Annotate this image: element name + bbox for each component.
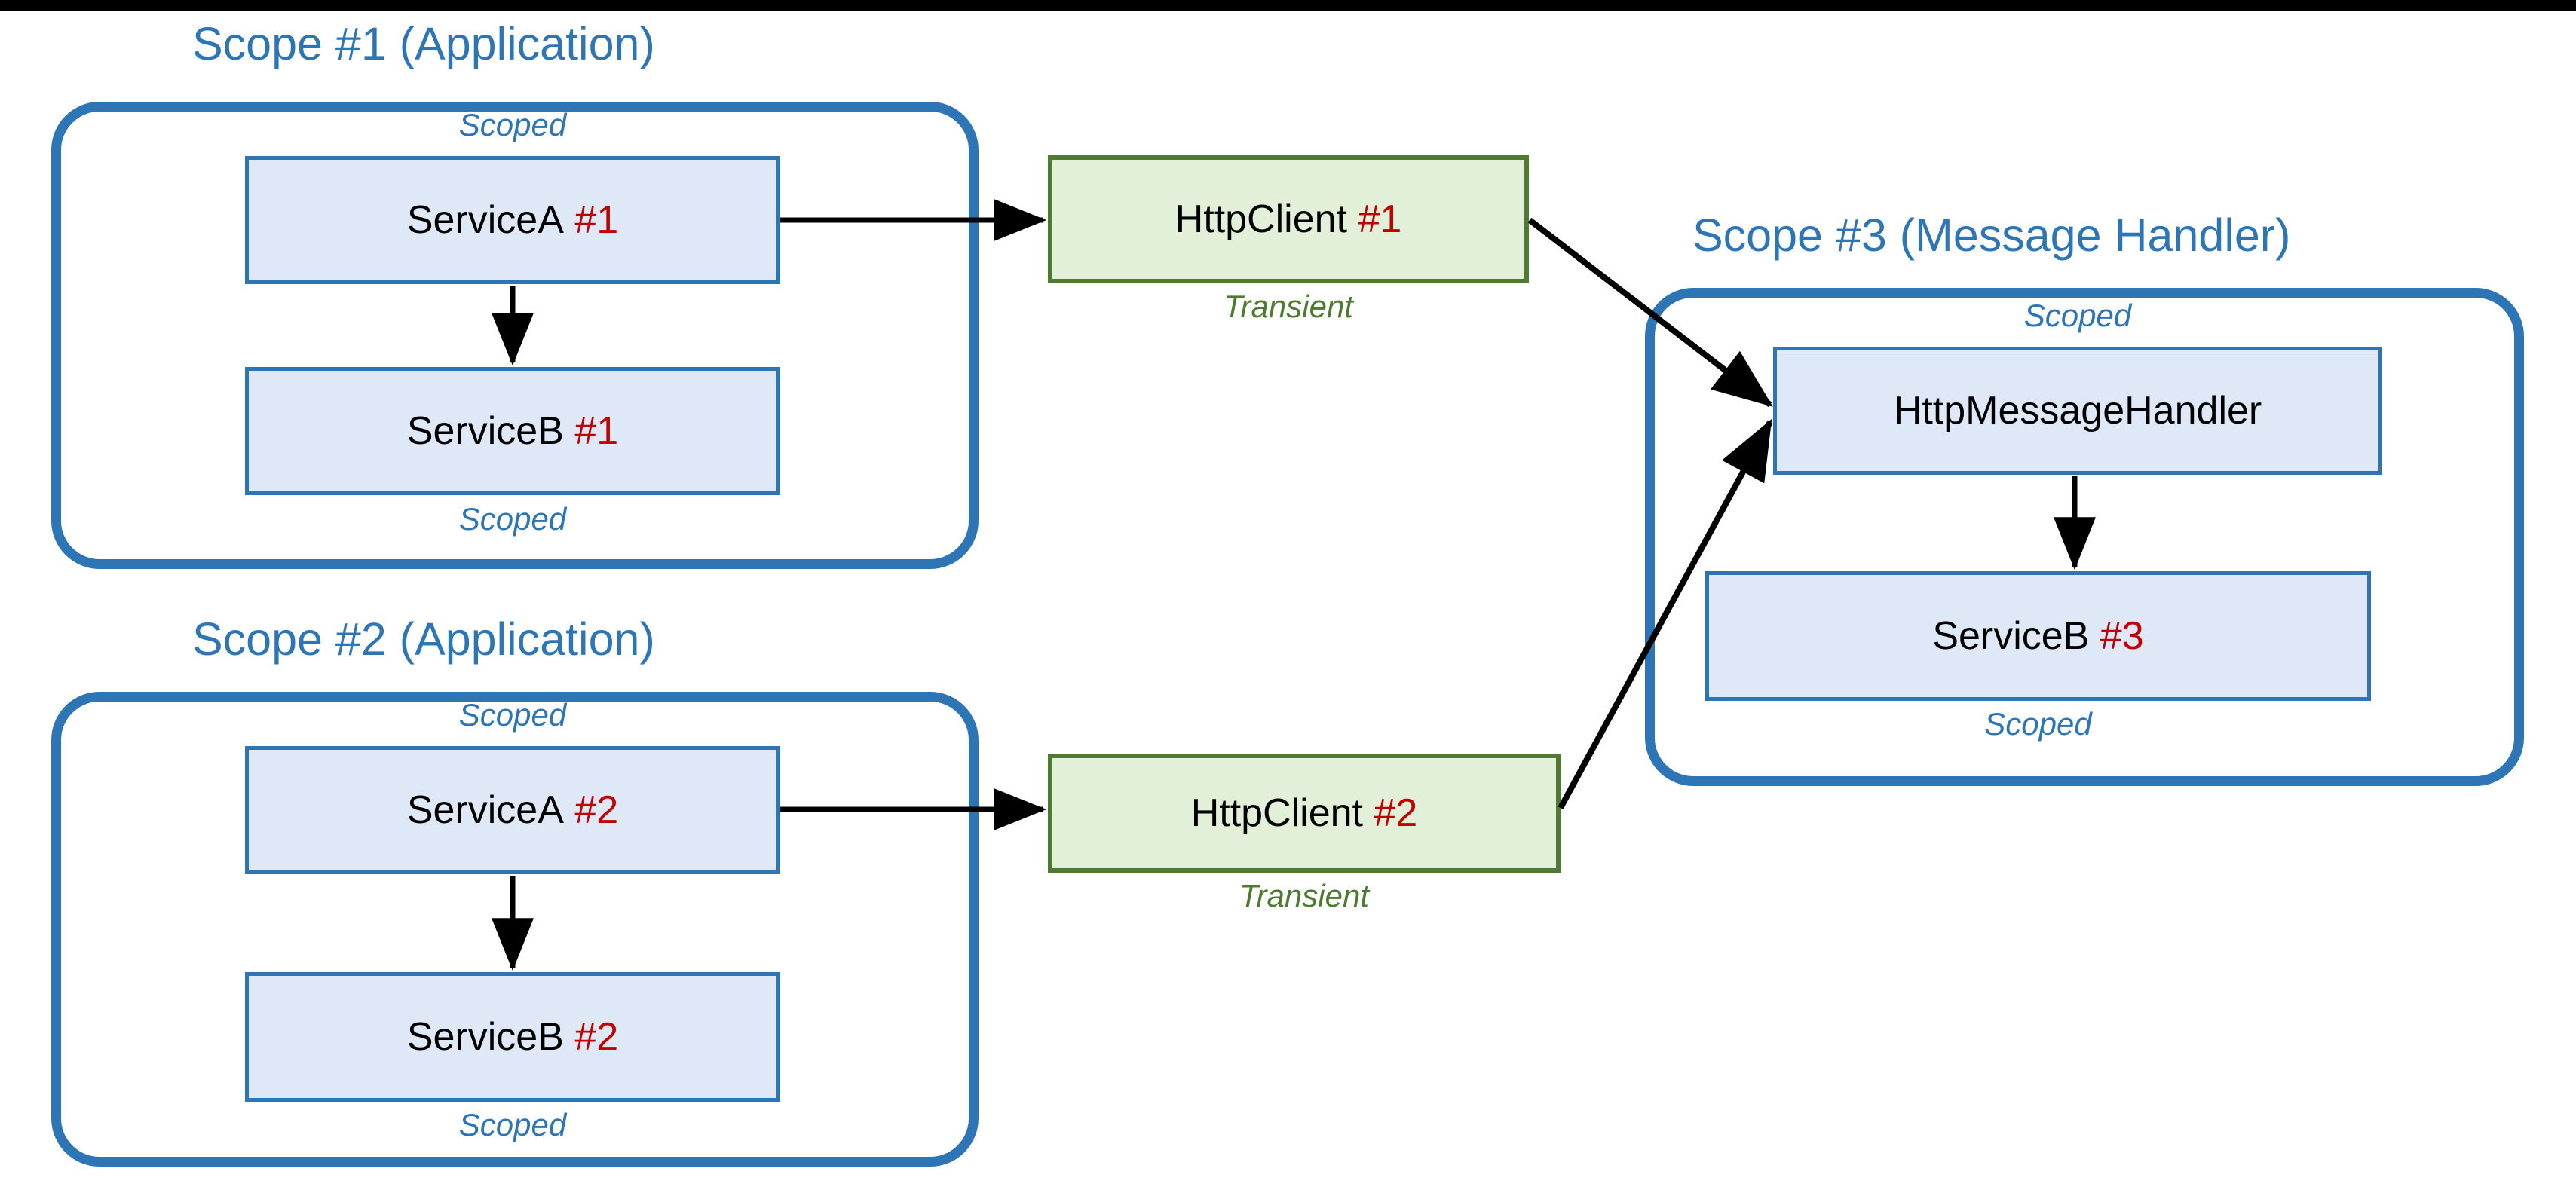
node-httpclient2[interactable]: HttpClient #2: [1048, 754, 1561, 873]
scope2-bottom-lifetime-label: Scoped: [458, 1107, 567, 1142]
node-httpclient1[interactable]: HttpClient #1: [1048, 155, 1529, 283]
node-serviceB2-label: ServiceB #2: [406, 1015, 619, 1059]
scope1-title: Scope #1 (Application): [192, 18, 655, 69]
node-serviceB3-label: ServiceB #3: [1932, 614, 2144, 658]
node-httpmessagehandler[interactable]: HttpMessageHandler: [1773, 347, 2382, 475]
scope3-bottom-lifetime-label: Scoped: [1984, 706, 2092, 742]
node-httpmessagehandler-label: HttpMessageHandler: [1893, 389, 2262, 433]
node-httpclient1-label: HttpClient #1: [1175, 197, 1402, 241]
scope1-top-lifetime-label: Scoped: [458, 107, 567, 142]
node-serviceA2-label: ServiceA #2: [406, 788, 619, 832]
httpclient2-lifetime-label: Transient: [1239, 878, 1369, 913]
scope1-bottom-lifetime-label: Scoped: [458, 501, 567, 537]
scope3-title: Scope #3 (Message Handler): [1692, 210, 2291, 261]
scope2-frame: [51, 692, 979, 1167]
node-serviceB2[interactable]: ServiceB #2: [245, 972, 780, 1102]
node-serviceB1[interactable]: ServiceB #1: [245, 367, 780, 495]
node-serviceA2[interactable]: ServiceA #2: [245, 746, 780, 874]
node-serviceB1-label: ServiceB #1: [406, 409, 619, 453]
scope2-top-lifetime-label: Scoped: [458, 697, 567, 733]
scope3-top-lifetime-label: Scoped: [2023, 298, 2132, 333]
node-serviceA1-label: ServiceA #1: [406, 198, 619, 242]
node-serviceA1[interactable]: ServiceA #1: [245, 156, 780, 284]
node-httpclient2-label: HttpClient #2: [1190, 791, 1418, 835]
httpclient1-lifetime-label: Transient: [1224, 289, 1353, 324]
top-black-bar: [0, 0, 2576, 11]
scope2-title: Scope #2 (Application): [192, 613, 655, 665]
node-serviceB3[interactable]: ServiceB #3: [1705, 571, 2371, 701]
